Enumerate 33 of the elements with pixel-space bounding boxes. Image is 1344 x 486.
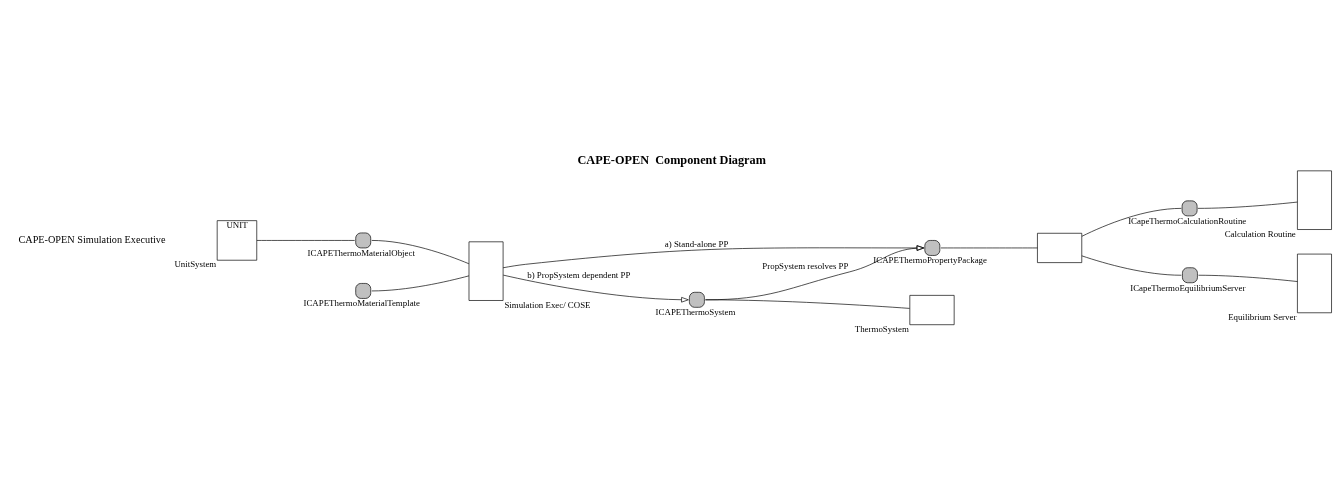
edge-label: PropSystem resolves PP	[762, 261, 849, 272]
node-box	[468, 241, 504, 301]
node-label: ICapeThermoCalculationRoutine	[1128, 215, 1247, 226]
node-label: ICAPEThermoPropertyPackage	[873, 255, 987, 266]
node-label: ICapeThermoEquilibriumServer	[1130, 282, 1246, 293]
edge-label: b) PropSystem dependent PP	[527, 269, 631, 280]
connector	[256, 240, 356, 241]
node-label: ICAPEThermoSystem	[655, 307, 736, 318]
connector	[1081, 255, 1182, 276]
label: CAPE-OPEN Simulation Executive	[18, 233, 166, 245]
connector	[371, 275, 470, 292]
diagram-title: CAPE-OPEN Component Diagram	[577, 152, 766, 167]
arrow	[502, 245, 925, 269]
node-box	[1037, 232, 1083, 263]
node-label: ICAPEThermoMaterialObject	[307, 247, 415, 258]
arrow	[503, 274, 689, 303]
node-label: Simulation Exec/ COSE	[504, 299, 591, 310]
node-label: Calculation Routine	[1224, 228, 1296, 239]
node-label: Equilibrium Server	[1228, 311, 1297, 322]
node-label: ThermoSystem	[854, 323, 909, 334]
node-box: UNIT	[216, 220, 258, 261]
connector	[371, 240, 470, 265]
node-box	[909, 295, 955, 326]
connector	[705, 299, 910, 309]
connector	[1197, 201, 1298, 209]
edge-label: a) Stand-alone PP	[664, 238, 729, 249]
node-box	[1297, 253, 1332, 314]
connector	[1081, 208, 1182, 237]
connector	[1198, 274, 1298, 282]
node-label: ICAPEThermoMaterialTemplate	[303, 298, 420, 309]
connector	[940, 247, 1038, 249]
node-label: UnitSystem	[174, 259, 217, 270]
node-box	[1297, 170, 1332, 230]
